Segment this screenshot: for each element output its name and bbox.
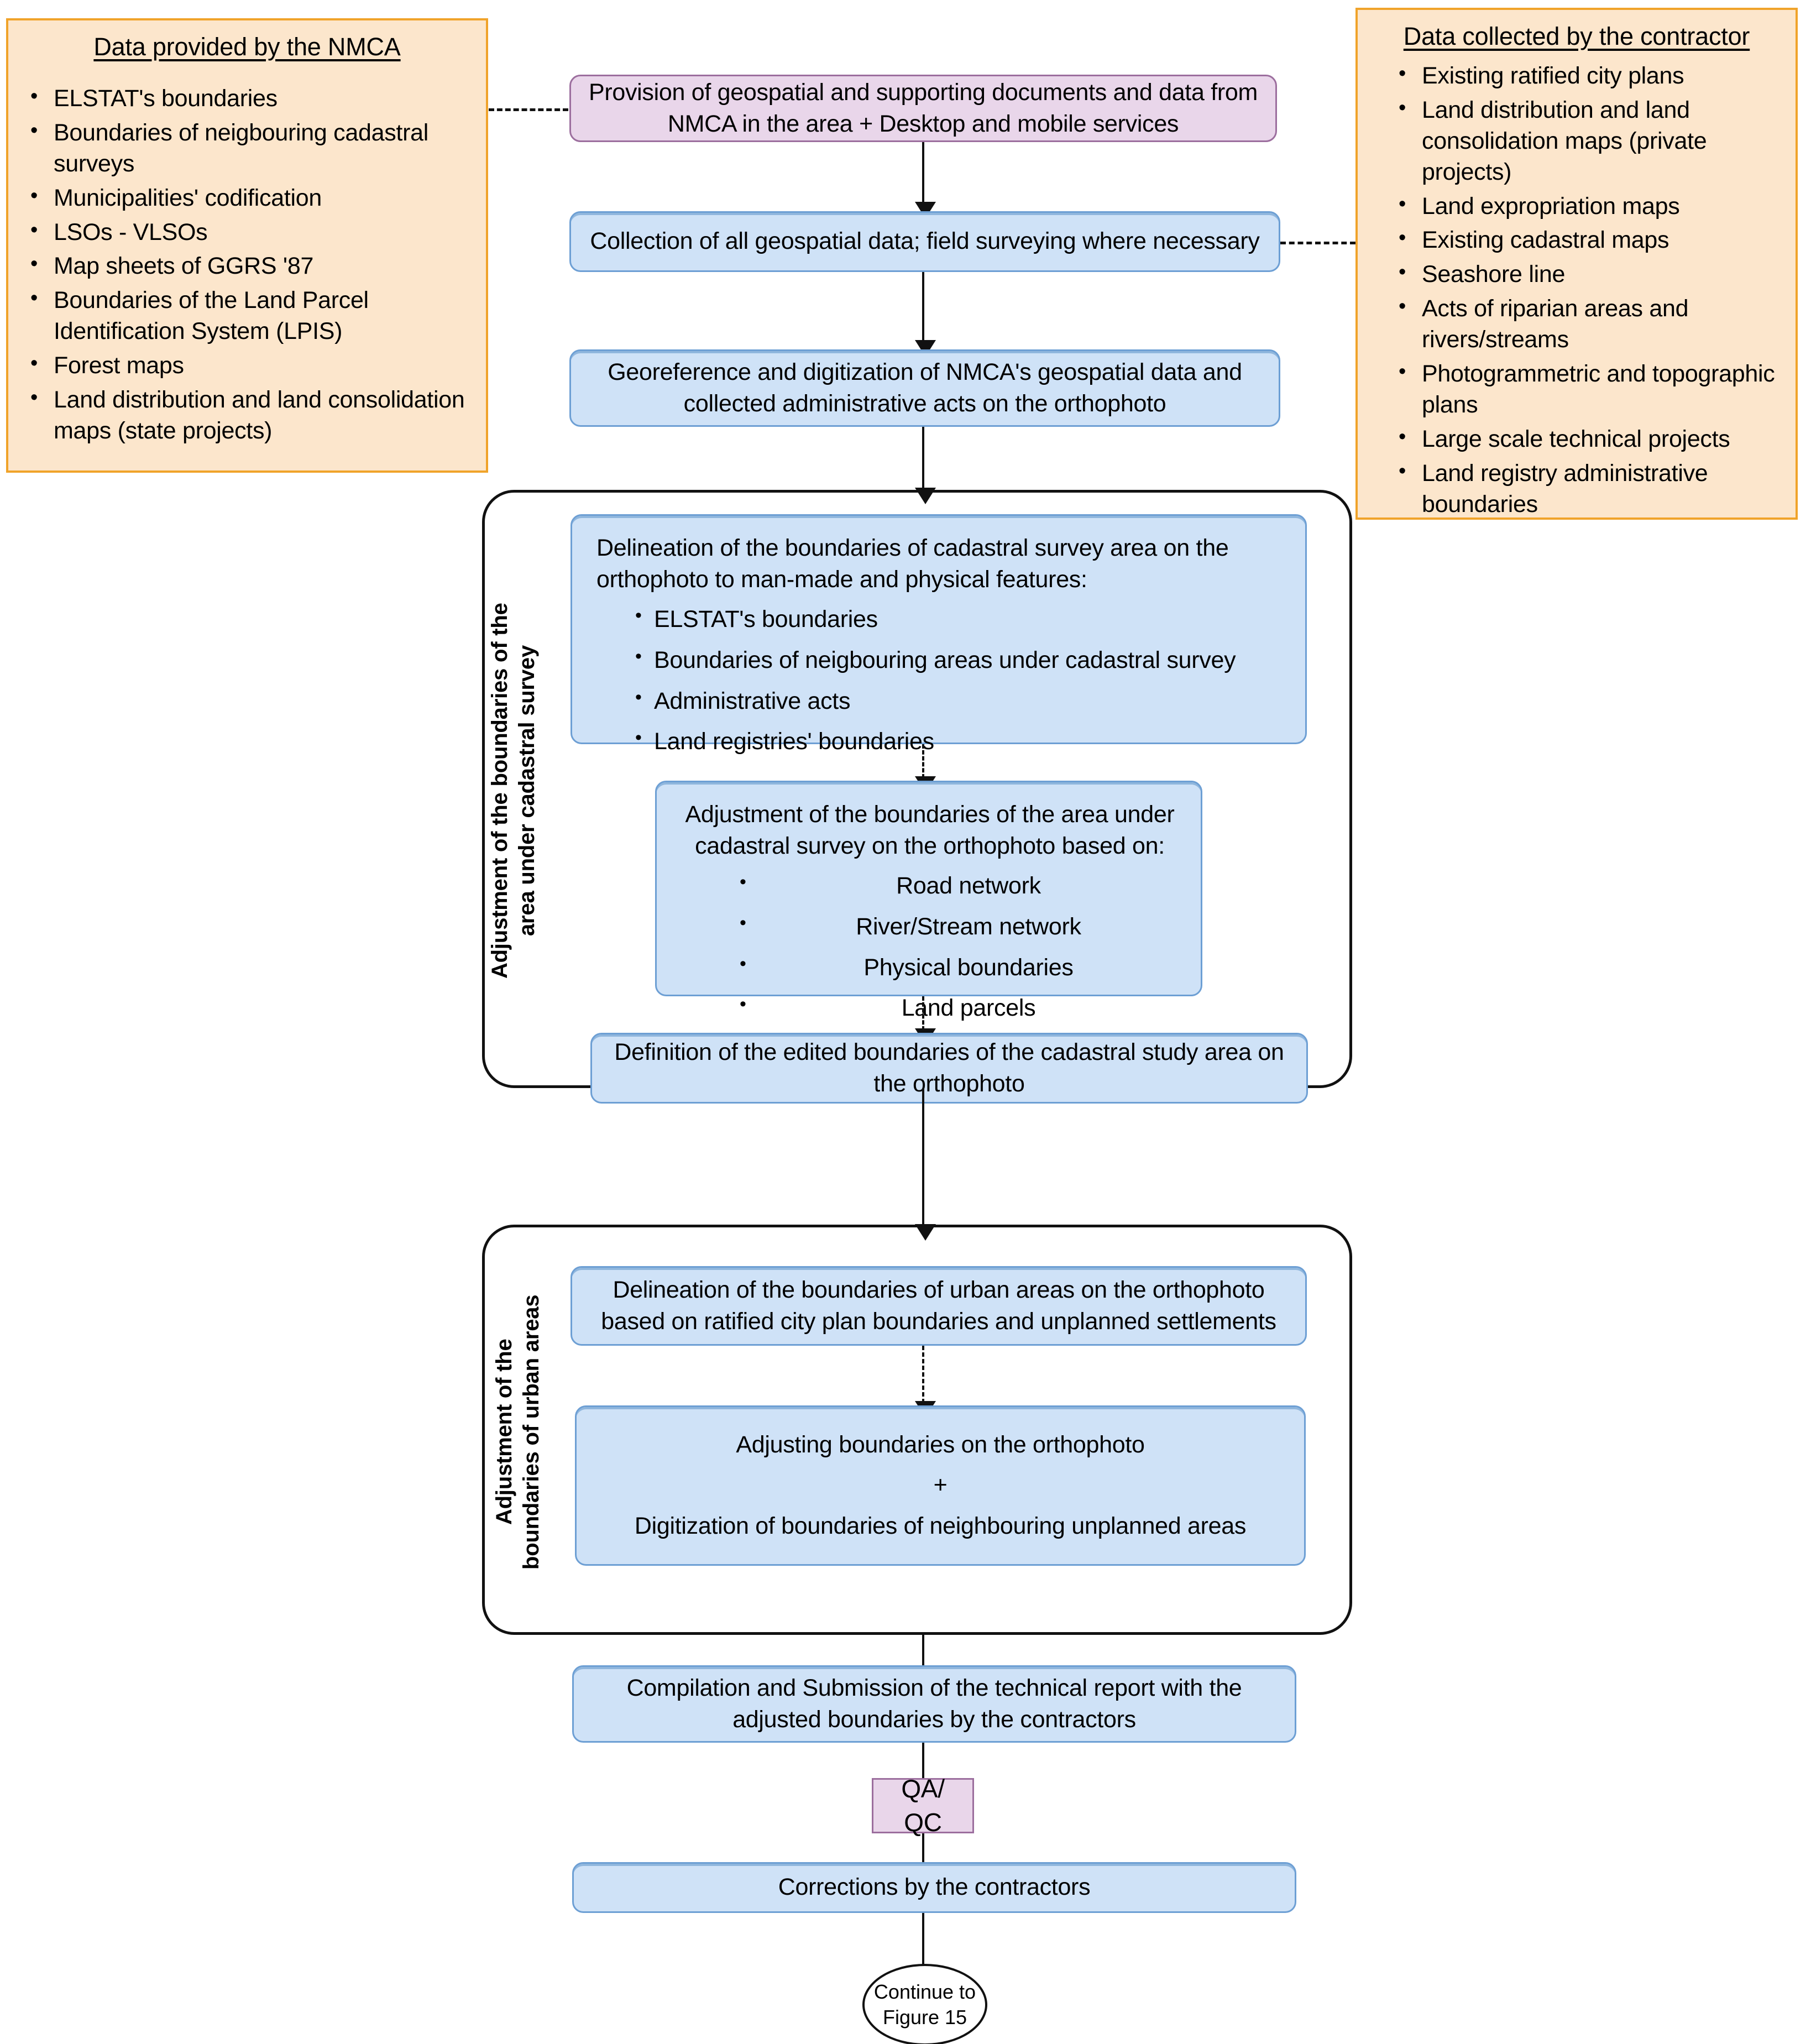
list-item: Administrative acts (635, 686, 1283, 716)
step-compilation-box: Compilation and Submission of the techni… (572, 1665, 1296, 1743)
arrow-adjustment-to-definition (915, 996, 936, 1045)
list-item: Land expropriation maps (1399, 191, 1782, 222)
terminator-continue-to-figure: Continue to Figure 15 (862, 1964, 987, 2044)
contractor-data-panel: Data collected by the contractor Existin… (1355, 8, 1798, 520)
arrow-provision-to-collection (915, 142, 936, 218)
list-item: ELSTAT's boundaries (635, 604, 1283, 634)
nmca-data-panel: Data provided by the NMCA ELSTAT's bound… (6, 18, 488, 473)
list-item: Seashore line (1399, 259, 1782, 290)
cadastral-survey-group-label: Adjustment of the boundaries of the area… (488, 603, 539, 979)
step-urban-adjusting-plus: + (933, 1472, 948, 1499)
step-compilation-label: Compilation and Submission of the techni… (626, 1674, 1242, 1733)
list-item: Land distribution and land consolidation… (1399, 95, 1782, 188)
arrow-cadastral-group-to-urban-group (915, 1088, 936, 1241)
list-item: Municipalities' codification (30, 182, 473, 214)
list-item: Map sheets of GGRS '87 (30, 250, 473, 282)
step-definition-box: Definition of the edited boundaries of t… (590, 1033, 1308, 1104)
step-urban-adjusting-line2: Digitization of boundaries of neighbouri… (634, 1512, 1247, 1539)
list-item: Forest maps (30, 350, 473, 381)
contractor-data-panel-title: Data collected by the contractor (1403, 22, 1750, 50)
step-provision-label: Provision of geospatial and supporting d… (588, 79, 1258, 137)
list-item: Land registries' boundaries (635, 726, 1283, 756)
step-delineation-list: ELSTAT's boundaries Boundaries of neigbo… (596, 604, 1283, 756)
step-corrections-box: Corrections by the contractors (572, 1862, 1296, 1913)
terminator-line1: Continue to (873, 1980, 976, 2003)
arrow-urban-delineation-to-adjusting (915, 1346, 936, 1418)
list-item: Land distribution and land consolidation… (30, 384, 473, 447)
dashed-connector-left (489, 108, 568, 111)
list-item: LSOs - VLSOs (30, 217, 473, 248)
contractor-data-list: Existing ratified city plans Land distri… (1358, 59, 1796, 529)
urban-areas-group-label: Adjustment of the boundaries of urban ar… (492, 1294, 543, 1570)
list-item: Boundaries of neigbouring cadastral surv… (30, 117, 473, 180)
list-item: Road network (740, 871, 1179, 901)
step-urban-delineation-box: Delineation of the boundaries of urban a… (570, 1266, 1307, 1346)
list-item: Boundaries of the Land Parcel Identifica… (30, 285, 473, 347)
step-adjustment-list: Road network River/Stream network Physic… (681, 871, 1179, 1023)
list-item: Land registry administrative boundaries (1399, 458, 1782, 520)
step-urban-delineation-label: Delineation of the boundaries of urban a… (601, 1276, 1276, 1335)
step-qaqc-label: QA/ QC (901, 1774, 945, 1837)
arrow-collection-to-georeference (915, 272, 936, 357)
step-urban-adjusting-box: Adjusting boundaries on the orthophoto +… (575, 1405, 1306, 1566)
list-item: Existing ratified city plans (1399, 60, 1782, 92)
list-item: Boundaries of neigbouring areas under ca… (635, 645, 1283, 675)
list-item: Existing cadastral maps (1399, 224, 1782, 256)
arrow-georeference-to-cadastral-group (915, 427, 936, 504)
list-item: Large scale technical projects (1399, 424, 1782, 455)
list-item: River/Stream network (740, 912, 1179, 942)
step-adjustment-box: Adjustment of the boundaries of the area… (655, 781, 1202, 1021)
step-corrections-label: Corrections by the contractors (778, 1874, 1091, 1901)
step-collection-box: Collection of all geospatial data; field… (569, 211, 1280, 272)
urban-areas-group (482, 1225, 1352, 1635)
list-item: Land parcels (740, 993, 1179, 1023)
step-collection-label: Collection of all geospatial data; field… (590, 228, 1260, 255)
list-item: Physical boundaries (740, 953, 1179, 982)
step-delineation-box: Delineation of the boundaries of cadastr… (570, 514, 1307, 755)
dashed-connector-right (1280, 242, 1355, 244)
step-provision-box: Provision of geospatial and supporting d… (569, 75, 1277, 142)
step-urban-adjusting-line1: Adjusting boundaries on the orthophoto (736, 1431, 1145, 1458)
list-item: Photogrammetric and topographic plans (1399, 358, 1782, 421)
step-georeference-box: Georeference and digitization of NMCA's … (569, 349, 1280, 427)
step-adjustment-lead: Adjustment of the boundaries of the area… (685, 801, 1175, 860)
step-definition-label: Definition of the edited boundaries of t… (614, 1038, 1284, 1097)
nmca-data-list: ELSTAT's boundaries Boundaries of neigbo… (8, 69, 486, 456)
nmca-data-panel-title: Data provided by the NMCA (93, 33, 401, 61)
terminator-line2: Figure 15 (882, 2006, 967, 2029)
step-qaqc-box: QA/ QC (872, 1774, 974, 1837)
list-item: Acts of riparian areas and rivers/stream… (1399, 293, 1782, 356)
arrow-delineation-to-adjustment (915, 744, 936, 793)
list-item: ELSTAT's boundaries (30, 83, 473, 114)
step-delineation-lead: Delineation of the boundaries of cadastr… (596, 535, 1229, 593)
step-georeference-label: Georeference and digitization of NMCA's … (608, 358, 1242, 417)
